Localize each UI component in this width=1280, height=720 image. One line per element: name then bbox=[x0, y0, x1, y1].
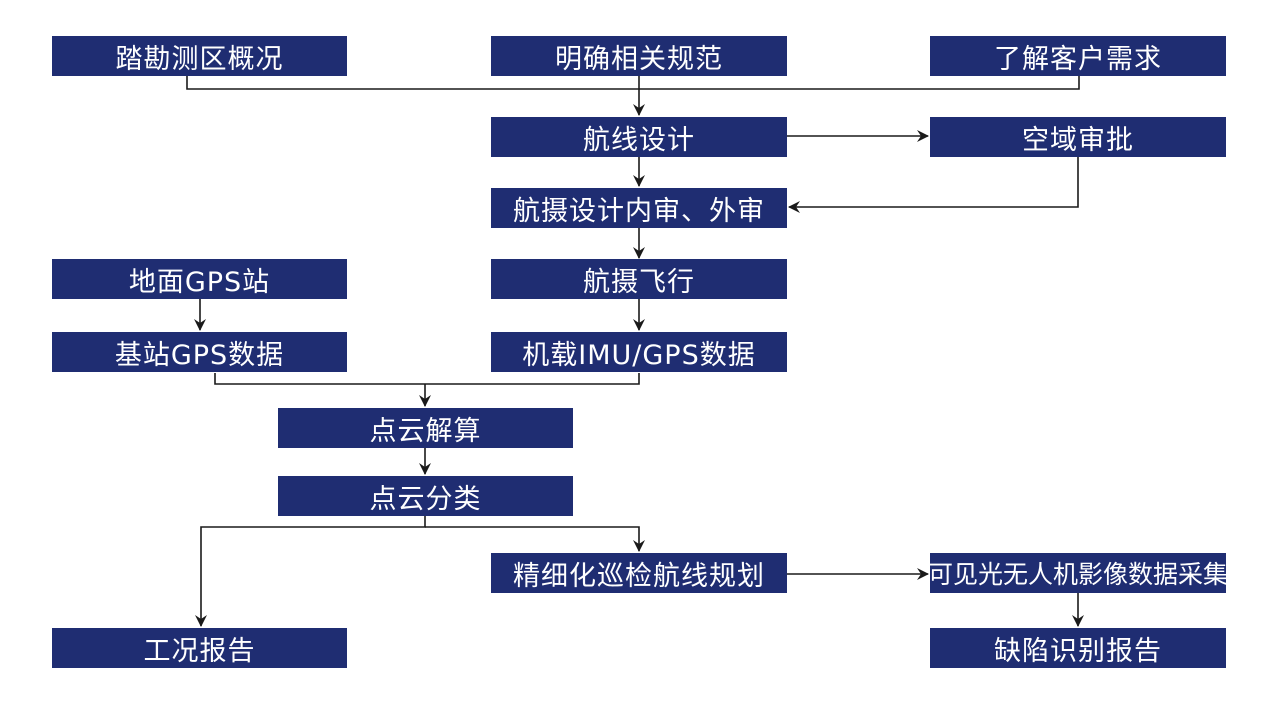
node-fine-route-plan: 精细化巡检航线规划 bbox=[491, 553, 787, 593]
node-pointcloud-solve: 点云解算 bbox=[278, 408, 573, 448]
node-base-gps-data: 基站GPS数据 bbox=[52, 332, 347, 372]
node-route-design: 航线设计 bbox=[491, 117, 787, 157]
connector-classify-split bbox=[195, 516, 426, 627]
connector-top-merge bbox=[186, 76, 1080, 90]
node-airspace-approval: 空域审批 bbox=[930, 117, 1226, 157]
node-define-specs: 明确相关规范 bbox=[491, 36, 787, 76]
node-condition-report: 工况报告 bbox=[52, 628, 347, 668]
node-airborne-data: 机载IMU/GPS数据 bbox=[491, 332, 787, 372]
node-customer-needs: 了解客户需求 bbox=[930, 36, 1226, 76]
connector-data-merge bbox=[214, 373, 640, 385]
node-defect-report: 缺陷识别报告 bbox=[930, 628, 1226, 668]
connector-airspace-to-review bbox=[788, 157, 1079, 213]
node-pointcloud-classify: 点云分类 bbox=[278, 476, 573, 516]
node-uav-image-capture: 可见光无人机影像数据采集 bbox=[928, 553, 1228, 593]
node-design-review: 航摄设计内审、外审 bbox=[491, 188, 787, 228]
connector-classify-to-plan bbox=[425, 526, 645, 552]
node-survey-area: 踏勘测区概况 bbox=[52, 36, 347, 76]
node-aerial-flight: 航摄飞行 bbox=[491, 259, 787, 299]
node-ground-gps: 地面GPS站 bbox=[52, 259, 347, 299]
